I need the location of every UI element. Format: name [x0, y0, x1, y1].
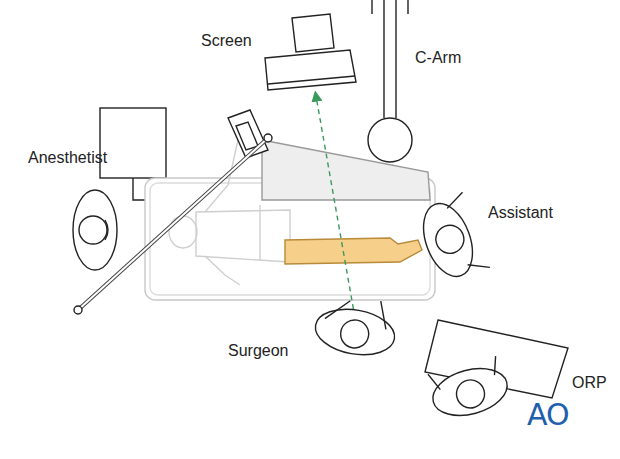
- logo-text: AO: [527, 397, 569, 433]
- role-label: Anesthetist: [28, 148, 107, 167]
- role-label: Assistant: [488, 203, 553, 222]
- part-label: C-Arm: [415, 48, 461, 67]
- part-label: Screen: [201, 31, 252, 50]
- role-label: ORP: [572, 373, 607, 392]
- role-label: Surgeon: [228, 341, 289, 360]
